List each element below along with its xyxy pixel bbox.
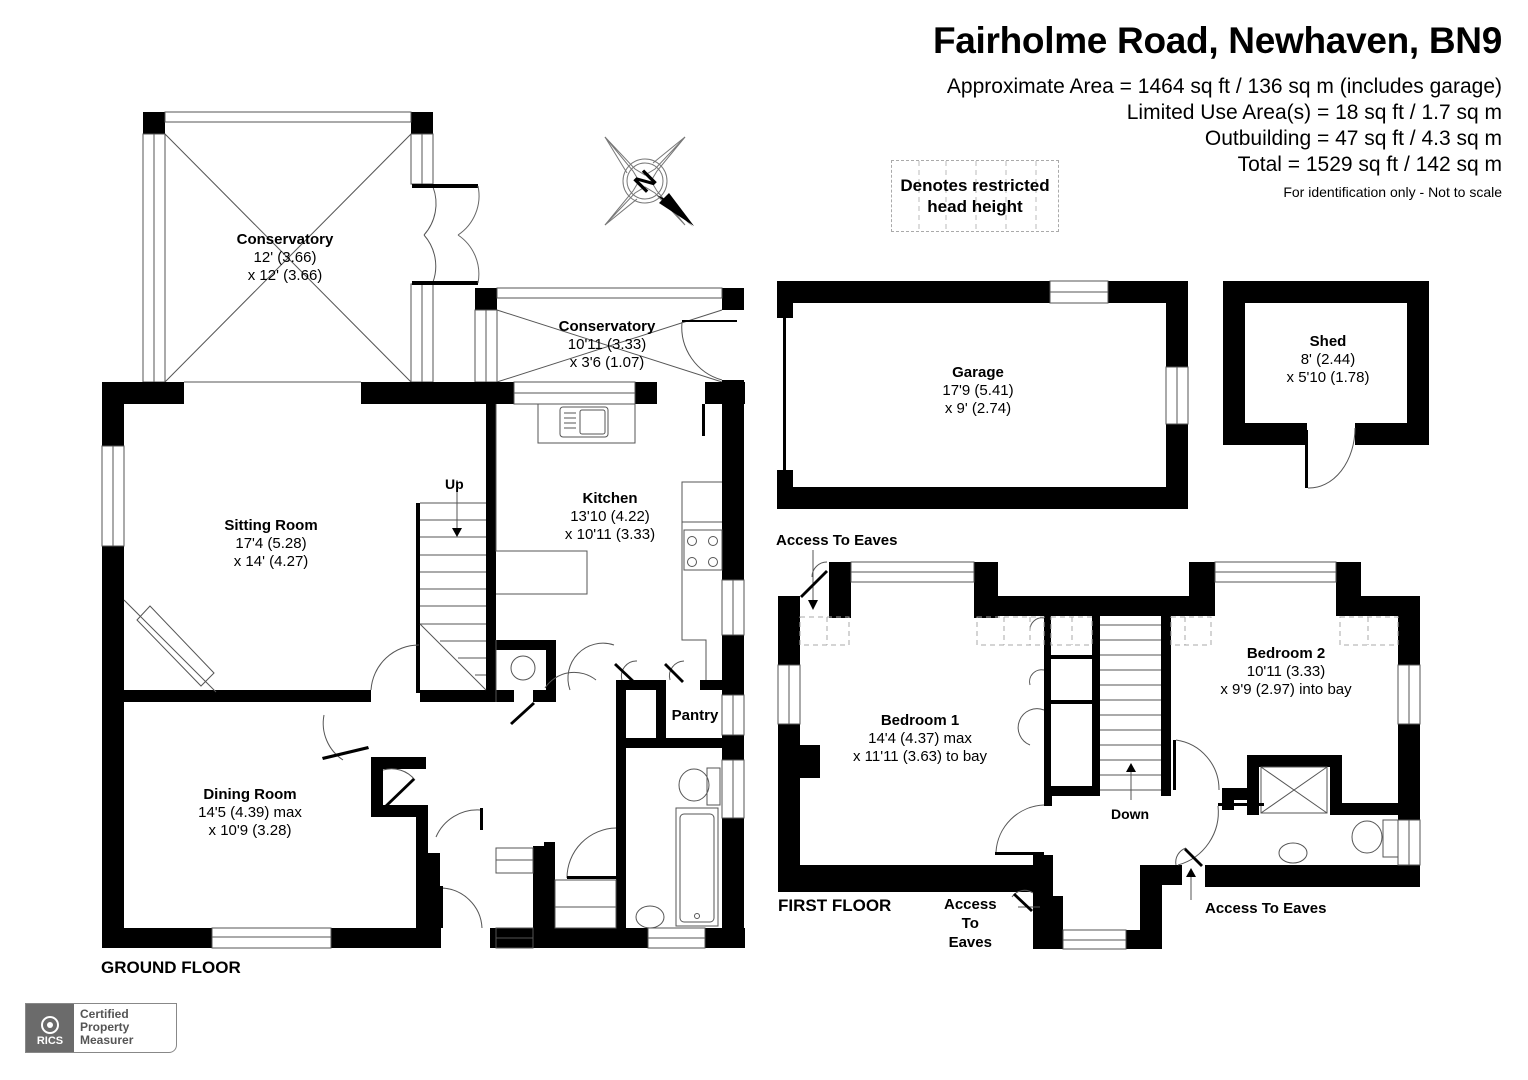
- total-area: Total = 1529 sq ft / 142 sq m: [1237, 153, 1502, 176]
- room-name: Sitting Room: [224, 517, 318, 534]
- room-sitting-room: Sitting Room 17'4 (5.28) x 14' (4.27): [224, 517, 317, 571]
- room-dim-1: 13'10 (4.22): [570, 508, 650, 525]
- room-dim-2: x 3'6 (1.07): [569, 354, 645, 371]
- rics-text: Certified Property Measurer: [74, 1004, 176, 1052]
- room-shed: Shed 8' (2.44) x 5'10 (1.78): [1287, 333, 1370, 387]
- room-dim-2: x 11'11 (3.63) to bay: [852, 748, 988, 765]
- limited-use-area: Limited Use Area(s) = 18 sq ft / 1.7 sq …: [1126, 101, 1502, 124]
- room-dim-1: 17'4 (5.28): [235, 535, 307, 552]
- eaves-access-label-3: Access To Eaves: [1205, 900, 1327, 917]
- room-name: Conservatory: [558, 318, 656, 335]
- legend-line-2: head height: [927, 197, 1023, 216]
- badge-line-1: Certified: [80, 1007, 129, 1021]
- compass-north-icon: [604, 136, 694, 227]
- eaves-line-1: Access: [944, 896, 997, 913]
- room-dim-2: x 10'11 (3.33): [564, 526, 656, 543]
- rics-lion-icon: [41, 1016, 59, 1034]
- property-title: Fairholme Road, Newhaven, BN9: [932, 20, 1502, 61]
- room-kitchen: Kitchen 13'10 (4.22) x 10'11 (3.33): [565, 490, 655, 544]
- room-name: Shed: [1309, 333, 1347, 350]
- room-dim-1: 10'11 (3.33): [567, 336, 647, 353]
- room-name: Bedroom 1: [880, 712, 960, 729]
- rics-certified-badge: RICS Certified Property Measurer: [25, 1003, 177, 1053]
- room-name: Conservatory: [236, 231, 334, 248]
- room-name: Pantry: [671, 707, 719, 724]
- room-name: Kitchen: [582, 490, 638, 507]
- room-bedroom-1: Bedroom 1 14'4 (4.37) max x 11'11 (3.63)…: [853, 712, 987, 766]
- room-name: Garage: [952, 364, 1004, 381]
- room-garage: Garage 17'9 (5.41) x 9' (2.74): [942, 364, 1013, 418]
- room-pantry: Pantry: [672, 707, 719, 725]
- room-dim-2: x 9' (2.74): [944, 400, 1012, 417]
- room-dim-2: x 10'9 (3.28): [208, 822, 292, 839]
- approximate-area: Approximate Area = 1464 sq ft / 136 sq m…: [946, 75, 1502, 98]
- first-floor-label: FIRST FLOOR: [778, 896, 892, 915]
- stairs-down-label: Down: [1111, 806, 1150, 822]
- room-dim-1: 8' (2.44): [1300, 351, 1356, 368]
- eaves-line-2: To: [961, 915, 979, 932]
- room-dim-2: x 9'9 (2.97) into bay: [1220, 681, 1352, 698]
- room-dim-2: x 12' (3.66): [247, 267, 323, 284]
- room-dim-2: x 5'10 (1.78): [1286, 369, 1370, 386]
- conservatory-large: [143, 112, 433, 134]
- room-conservatory-small: Conservatory 10'11 (3.33) x 3'6 (1.07): [559, 318, 656, 372]
- outbuilding-area: Outbuilding = 47 sq ft / 4.3 sq m: [1204, 127, 1502, 150]
- eaves-line-3: Eaves: [948, 934, 992, 951]
- legend-line-1: Denotes restricted: [900, 176, 1050, 195]
- room-dim-2: x 14' (4.27): [233, 553, 309, 570]
- eaves-access-label-1: Access To Eaves: [776, 532, 898, 549]
- room-dim-1: 17'9 (5.41): [942, 382, 1014, 399]
- room-dining-room: Dining Room 14'5 (4.39) max x 10'9 (3.28…: [198, 786, 302, 840]
- room-bedroom-2: Bedroom 2 10'11 (3.33) x 9'9 (2.97) into…: [1220, 645, 1351, 699]
- ground-floor-label: GROUND FLOOR: [101, 958, 241, 977]
- badge-line-3: Measurer: [80, 1033, 134, 1047]
- room-dim-1: 14'5 (4.39) max: [198, 804, 302, 821]
- stairs-up-label: Up: [445, 476, 464, 492]
- badge-line-2: Property: [80, 1020, 130, 1034]
- room-conservatory-large: Conservatory 12' (3.66) x 12' (3.66): [237, 231, 334, 285]
- room-name: Bedroom 2: [1246, 645, 1326, 662]
- room-name: Dining Room: [203, 786, 297, 803]
- room-dim-1: 10'11 (3.33): [1246, 663, 1326, 680]
- rics-logo: RICS: [26, 1004, 74, 1052]
- rics-org-name: RICS: [36, 1035, 64, 1047]
- scale-disclaimer: For identification only - Not to scale: [1283, 184, 1502, 200]
- room-dim-1: 12' (3.66): [253, 249, 317, 266]
- room-dim-1: 14'4 (4.37) max: [868, 730, 972, 747]
- restricted-head-height-legend: Denotes restricted head height: [891, 160, 1059, 233]
- eaves-access-label-2: Access To Eaves: [944, 895, 997, 952]
